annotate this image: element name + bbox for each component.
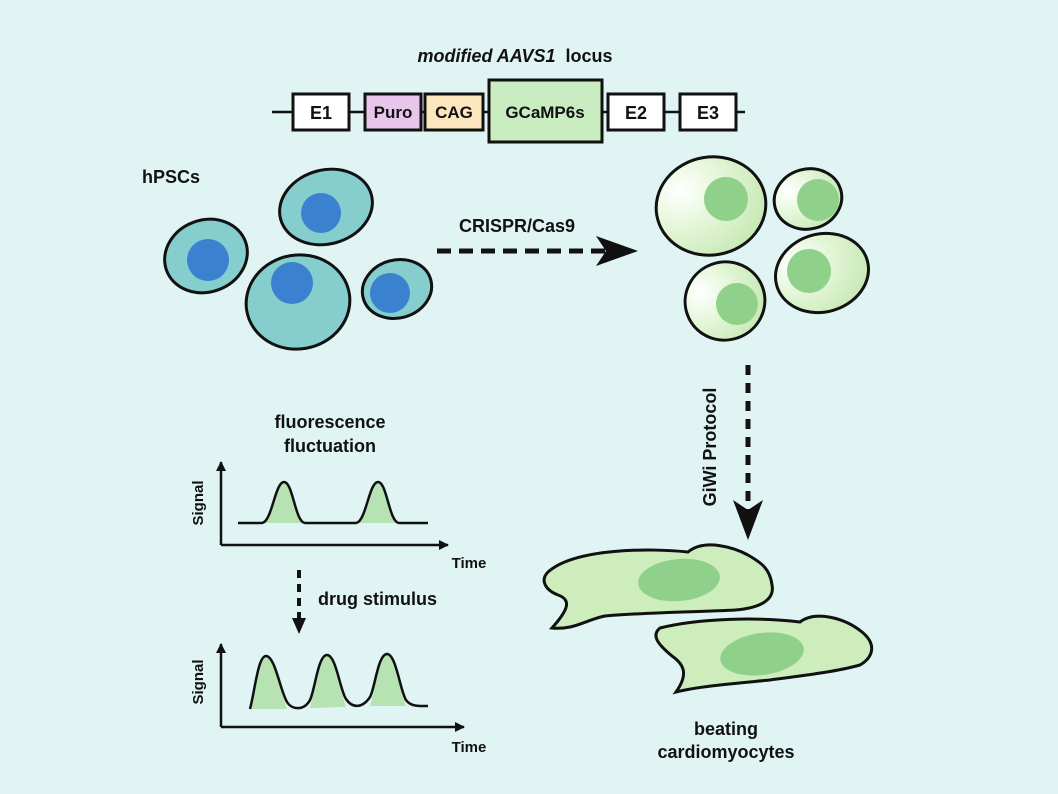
y-axis-label: Signal [190, 480, 207, 525]
locus-title-rest: locus [566, 46, 613, 66]
signal-trace [238, 480, 428, 525]
beating-label-line2: cardiomyocytes [657, 742, 794, 762]
stem-cell [244, 253, 352, 351]
cardiomyocyte-nucleus [638, 558, 720, 602]
reporter-cell-group [654, 155, 871, 342]
fluorescence-title-line1: fluorescence [274, 412, 385, 432]
giwi-label: GiWi Protocol [700, 388, 720, 507]
puro-box [363, 92, 423, 132]
signal-peak-fill [356, 482, 399, 523]
reporter-cell-nucleus [797, 179, 839, 221]
hpscs-label: hPSCs [142, 167, 200, 187]
cardiomyocyte [542, 543, 774, 630]
cardiomyocyte-nucleus [720, 632, 804, 676]
stem-cell [360, 258, 434, 320]
cag-box [423, 92, 485, 132]
crispr-label: CRISPR/Cas9 [459, 216, 575, 236]
stem-cell-group [163, 167, 434, 351]
locus-title: modified AAVS1 locus [417, 46, 612, 66]
giwi-arrow [733, 365, 763, 540]
stem-cell [163, 217, 249, 295]
exon-e3-box [678, 92, 738, 132]
stimulated-signal-plot: Signal Time [190, 643, 487, 756]
aavs1-locus: modified AAVS1 locus E1 Puro CAG GCaMP6s… [272, 46, 745, 144]
exon-e1-box [291, 92, 351, 132]
locus-title-italic: modified AAVS1 [417, 46, 555, 66]
puro-label: Puro [374, 103, 413, 122]
stem-cell [278, 167, 374, 247]
stem-cell-nucleus [271, 262, 313, 304]
signal-trace [248, 652, 429, 710]
beating-label-line1: beating [694, 719, 758, 739]
exon-e3-label: E3 [697, 103, 719, 123]
gcamp6s-box [487, 78, 604, 144]
gcamp6s-label: GCaMP6s [505, 103, 584, 122]
baseline-signal-plot: Signal Time [190, 461, 487, 572]
reporter-cell [772, 167, 844, 231]
cardiomyocyte-group [542, 543, 874, 695]
x-axis-label: Time [452, 555, 487, 572]
cag-label: CAG [435, 103, 473, 122]
reporter-cell [654, 155, 768, 257]
exon-e2-label: E2 [625, 103, 647, 123]
exon-e2-box [606, 92, 666, 132]
fluorescence-title-line2: fluctuation [284, 436, 376, 456]
stem-cell-nucleus [187, 239, 229, 281]
crispr-arrow [437, 236, 638, 266]
signal-peak-fill [262, 482, 305, 523]
drug-arrow [292, 570, 306, 634]
cardiomyocyte [654, 614, 874, 695]
reporter-cell-nucleus [704, 177, 748, 221]
stem-cell-nucleus [370, 273, 410, 313]
reporter-cell [773, 231, 871, 315]
stem-cell-nucleus [301, 193, 341, 233]
reporter-cell-nucleus [716, 283, 758, 325]
reporter-cell-nucleus [787, 249, 831, 293]
drug-stimulus-label: drug stimulus [318, 589, 437, 609]
exon-e1-label: E1 [310, 103, 332, 123]
x-axis-label: Time [452, 739, 487, 756]
y-axis-label: Signal [190, 659, 207, 704]
reporter-cell [683, 260, 767, 342]
